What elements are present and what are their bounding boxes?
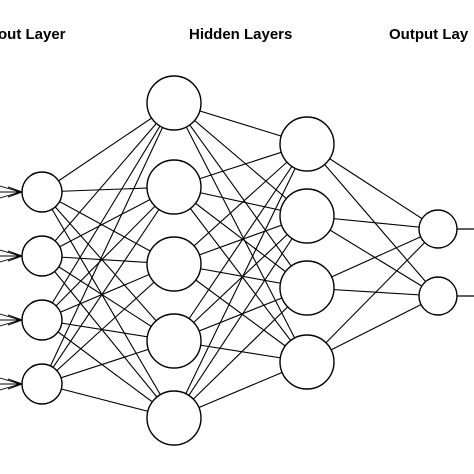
edge-l0-2-to-1 bbox=[41, 186, 175, 321]
edge-l1-0-to-1 bbox=[173, 102, 308, 217]
hidden1-node-2 bbox=[146, 159, 202, 215]
edge-l0-2-to-0 bbox=[41, 102, 175, 321]
edge-l2-0-to-1 bbox=[306, 143, 439, 297]
input-layer-label: out Layer bbox=[0, 26, 66, 43]
hidden1-node-5 bbox=[146, 390, 202, 446]
edge-l1-0-to-3 bbox=[173, 102, 308, 363]
edge-l1-1-to-3 bbox=[173, 186, 308, 363]
connections bbox=[41, 102, 439, 419]
hidden-layers-label: Hidden Layers bbox=[189, 26, 293, 43]
input-node-1 bbox=[21, 171, 63, 213]
edge-l1-0-to-2 bbox=[173, 102, 308, 289]
edge-l1-1-to-2 bbox=[173, 186, 308, 289]
edge-l0-3-to-1 bbox=[41, 186, 175, 385]
edge-l0-3-to-2 bbox=[41, 263, 175, 385]
input-arrow-ray-2 bbox=[0, 313, 21, 321]
output-node-2 bbox=[418, 276, 458, 316]
input-arrow-ray-1 bbox=[0, 249, 21, 257]
input-arrow-ray-0 bbox=[0, 185, 21, 193]
edge-l1-2-to-0 bbox=[173, 143, 308, 265]
hidden2-node-4 bbox=[279, 334, 335, 390]
edge-l1-3-to-0 bbox=[173, 143, 308, 342]
input-arrow-ray-b-0 bbox=[0, 191, 21, 199]
input-node-2 bbox=[21, 235, 63, 277]
edge-l1-3-to-1 bbox=[173, 215, 308, 342]
input-arrow-ray-b-2 bbox=[0, 319, 21, 327]
input-node-3 bbox=[21, 299, 63, 341]
input-arrow-ray-3 bbox=[0, 377, 21, 385]
hidden1-node-3 bbox=[146, 236, 202, 292]
input-arrow-ray-b-3 bbox=[0, 383, 21, 391]
edge-l1-4-to-2 bbox=[173, 287, 308, 419]
edge-l1-4-to-1 bbox=[173, 215, 308, 419]
io-arrows bbox=[0, 185, 474, 391]
edge-l0-0-to-3 bbox=[41, 191, 175, 342]
edge-l1-4-to-0 bbox=[173, 143, 308, 419]
neurons bbox=[21, 75, 458, 446]
input-node-4 bbox=[21, 363, 63, 405]
edge-l0-1-to-0 bbox=[41, 102, 175, 257]
hidden2-node-1 bbox=[279, 116, 335, 172]
hidden2-node-2 bbox=[279, 188, 335, 244]
output-layer-label: Output Lay bbox=[389, 26, 469, 43]
hidden1-node-1 bbox=[146, 75, 202, 131]
edge-l0-3-to-0 bbox=[41, 102, 175, 385]
output-node-1 bbox=[418, 209, 458, 249]
input-arrow-ray-b-1 bbox=[0, 255, 21, 263]
hidden2-node-3 bbox=[279, 260, 335, 316]
edge-l2-3-to-0 bbox=[306, 228, 439, 363]
hidden1-node-4 bbox=[146, 313, 202, 369]
